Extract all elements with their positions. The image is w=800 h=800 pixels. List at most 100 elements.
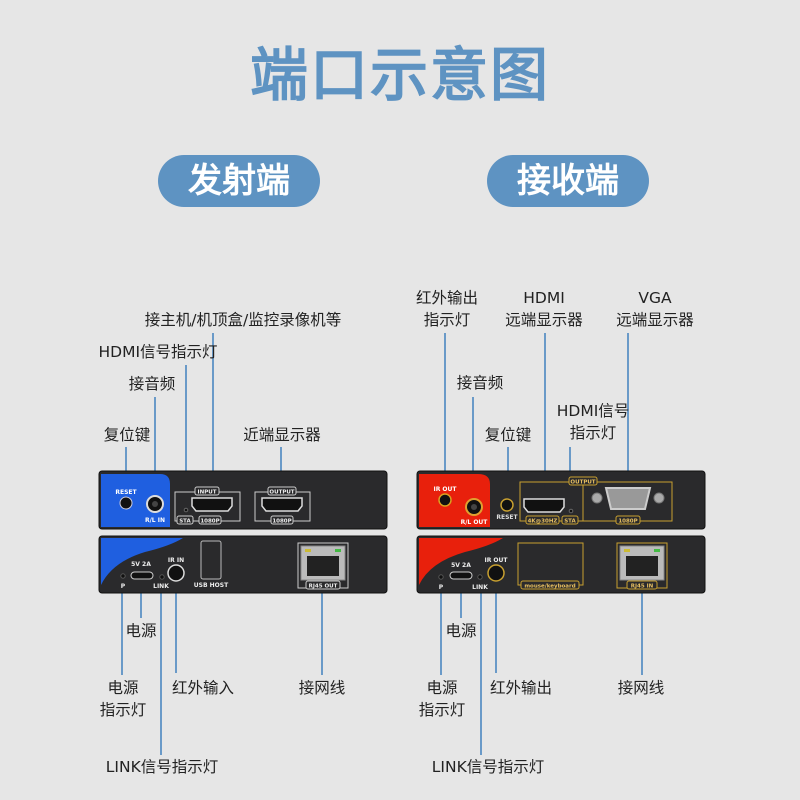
vga-port — [604, 487, 652, 510]
label-ir-led: 红外输出指示灯 — [416, 287, 478, 331]
usb-host-text: USB HOST — [194, 582, 229, 589]
vga-screw — [653, 492, 665, 504]
transmitter-heading: 发射端 — [158, 155, 320, 207]
label-link-led: LINK信号指示灯 — [105, 758, 219, 776]
ir-out-text: IR OUT — [484, 557, 508, 564]
power-led — [120, 573, 126, 579]
label-host: 接主机/机顶盒/监控录像机等 — [144, 311, 342, 329]
p-text: P — [439, 584, 444, 591]
ir-in-text: IR IN — [168, 557, 184, 564]
reset-button — [119, 496, 133, 510]
label-audio: 接音频 — [128, 375, 176, 393]
usb-c-power-port — [130, 571, 154, 580]
label-reset: 复位键 — [484, 426, 532, 444]
leader-line — [460, 593, 462, 618]
usb-host-port — [200, 540, 222, 580]
leader-line — [140, 593, 142, 618]
leader-line — [507, 447, 509, 490]
leader-line — [544, 333, 546, 490]
transmitter-front-panel: RESET R/L IN INPUT STA 1080P OUTPUT 1080… — [98, 470, 388, 530]
leader-line — [495, 593, 497, 673]
link-led — [159, 574, 165, 580]
label-hdmi-display: HDMI 远端显示器 — [505, 287, 583, 331]
vga-screw — [591, 492, 603, 504]
leader-line — [212, 333, 214, 490]
output-text: OUTPUT — [269, 490, 294, 496]
hdmi-output-port — [261, 497, 303, 512]
reset-button — [500, 498, 514, 512]
label-power: 电源 — [445, 622, 477, 640]
ir-in-jack — [167, 564, 185, 582]
receiver-heading: 接收端 — [487, 155, 649, 207]
reset-text: RESET — [496, 514, 518, 521]
label-line: 红外输出 — [415, 289, 479, 307]
sta-text: STA — [564, 519, 576, 525]
rj45-text: RJ45 IN — [631, 584, 654, 590]
power-led — [438, 574, 444, 580]
leader-line — [125, 447, 127, 484]
leader-line — [440, 593, 442, 675]
label-line: 指示灯 — [423, 311, 471, 329]
label-ir-in: 红外输入 — [171, 679, 235, 697]
sta-led — [568, 508, 574, 514]
label-line: VGA — [638, 289, 672, 307]
label-line: 电源 — [107, 679, 139, 697]
leader-line — [627, 333, 629, 473]
p-text: P — [121, 583, 126, 590]
transmitter-accent — [101, 474, 170, 527]
link-text: LINK — [472, 584, 488, 591]
leader-line — [280, 447, 282, 483]
leader-line — [472, 397, 474, 490]
leader-line — [641, 593, 643, 675]
res-text: 1080P — [200, 519, 219, 525]
label-line: 指示灯 — [569, 424, 617, 442]
leader-line — [321, 593, 323, 675]
link-text: LINK — [153, 583, 169, 590]
ir-out-jack — [487, 564, 505, 582]
label-power-led: 电源指示灯 — [100, 677, 147, 721]
label-line: HDMI信号 — [556, 402, 630, 420]
page-title: 端口示意图 — [249, 41, 550, 109]
label-network: 接网线 — [617, 679, 665, 697]
label-line: HDMI — [523, 289, 565, 307]
label-hdmi-led: HDMI信号指示灯 — [98, 343, 218, 361]
label-network: 接网线 — [298, 679, 346, 697]
rj45-text: RJ45 OUT — [309, 584, 338, 590]
link-led — [477, 574, 483, 580]
receiver-back-panel: P 5V 2A LINK IR OUT mouse/keyboard RJ45 … — [416, 535, 706, 594]
power-spec-text: 5V 2A — [131, 561, 151, 568]
hdmi-output-port — [523, 498, 565, 513]
hdmi-input-port — [191, 497, 233, 512]
ir-out-text: IR OUT — [433, 486, 457, 493]
power-spec-text: 5V 2A — [451, 562, 471, 569]
res-text: 1080P — [272, 519, 291, 525]
res-text: 4K@30HZ — [528, 519, 558, 525]
receiver-front-panel: IR OUT R/L OUT RESET OUTPUT 4K@30HZ STA … — [416, 470, 706, 530]
rl-out-text: R/L OUT — [461, 519, 489, 526]
leader-line — [154, 397, 156, 490]
rl-in-text: R/L IN — [145, 517, 165, 524]
leader-line — [160, 593, 162, 755]
res-text: 1080P — [618, 519, 637, 525]
leader-line — [444, 333, 446, 490]
label-ir-out: 红外输出 — [489, 679, 553, 697]
label-reset: 复位键 — [103, 426, 151, 444]
ir-out-led — [438, 493, 452, 507]
label-audio: 接音频 — [456, 374, 504, 392]
label-line: 指示灯 — [99, 701, 147, 719]
input-text: INPUT — [198, 490, 217, 496]
leader-line — [121, 593, 123, 675]
label-line: 远端显示器 — [505, 311, 583, 329]
label-hdmi-led: HDMI信号指示灯 — [557, 400, 630, 444]
leader-line — [185, 365, 187, 500]
sta-text: STA — [179, 519, 191, 525]
usb-c-power-port — [449, 571, 473, 580]
output-text: OUTPUT — [570, 480, 595, 486]
label-power: 电源 — [125, 622, 157, 640]
transmitter-back-panel: P 5V 2A LINK IR IN USB HOST RJ45 OUT — [98, 535, 388, 594]
mouse-keyboard-text: mouse/keyboard — [524, 584, 575, 590]
label-power-led: 电源指示灯 — [419, 677, 466, 721]
